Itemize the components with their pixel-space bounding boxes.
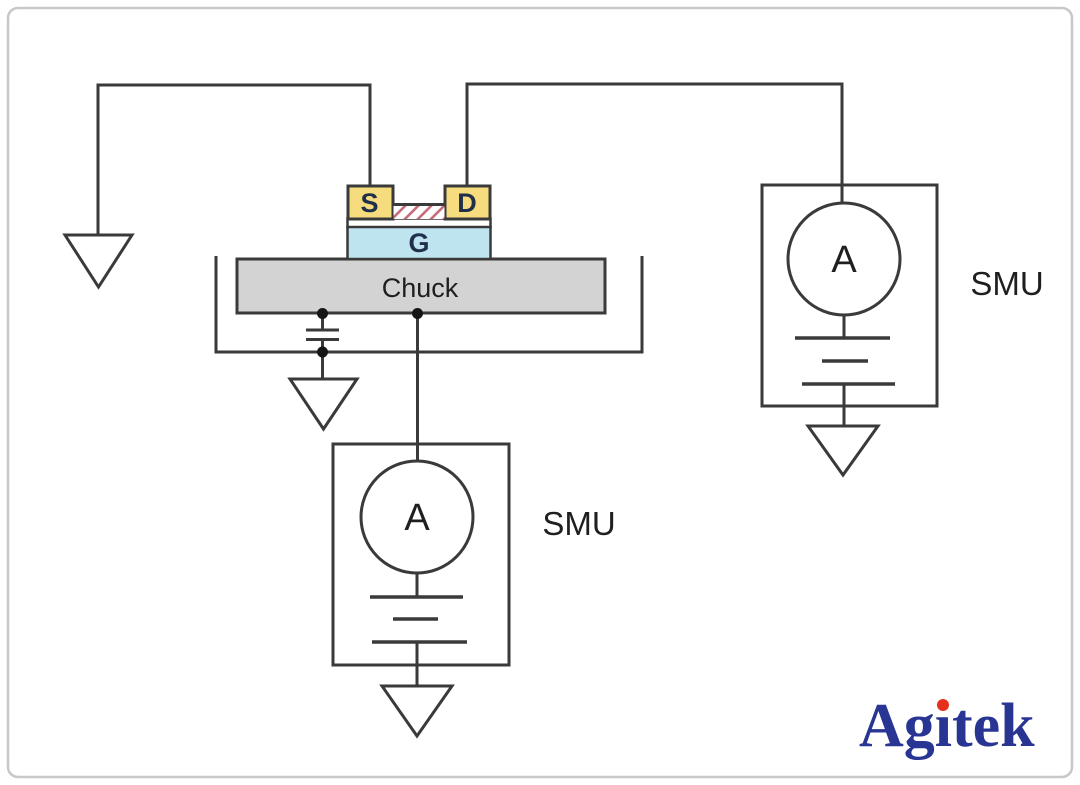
source-pad xyxy=(346,184,395,221)
chuck-smu-box xyxy=(331,442,511,667)
canvas-frame xyxy=(6,6,1074,779)
logo-text-tek: tek xyxy=(952,692,1035,760)
chuck-label: Chuck xyxy=(382,273,459,303)
drain-ammeter-label: A xyxy=(831,239,857,281)
logo-dotless-i: ı xyxy=(934,692,953,760)
chuck-smu: A SMU xyxy=(331,442,616,739)
gate-label: G xyxy=(408,228,429,258)
dut-device: S D G xyxy=(346,184,492,261)
channel-hatch xyxy=(393,205,445,219)
drain-voltage-source-icon xyxy=(795,336,895,386)
chuck-shield-bracket xyxy=(214,256,644,354)
drain-pad xyxy=(443,184,492,221)
logo-text-ag: Ag xyxy=(859,692,935,760)
logo-letter-i: ı xyxy=(935,695,952,757)
drain-label: D xyxy=(457,188,477,218)
chuck-smu-label: SMU xyxy=(542,505,615,542)
chuck-ammeter-label: A xyxy=(404,497,430,539)
junction-dot xyxy=(317,346,328,358)
drain-smu-box xyxy=(760,183,939,408)
source-label: S xyxy=(360,188,378,218)
ground-symbol-shield xyxy=(287,377,360,432)
drain-smu: A SMU xyxy=(760,183,1044,478)
chuck-voltage-source-icon xyxy=(370,595,467,644)
drain-wire xyxy=(465,82,844,204)
logo-red-dot-icon xyxy=(937,699,950,711)
junction-dot xyxy=(317,308,328,319)
junction-dot xyxy=(412,308,423,319)
gate-layer xyxy=(346,225,492,261)
drain-smu-label: SMU xyxy=(970,265,1043,302)
ground-symbol-chuck-smu xyxy=(379,684,455,739)
ground-symbol-source xyxy=(62,233,135,290)
source-wire xyxy=(96,83,372,235)
ground-symbol-drain-smu xyxy=(805,424,881,478)
